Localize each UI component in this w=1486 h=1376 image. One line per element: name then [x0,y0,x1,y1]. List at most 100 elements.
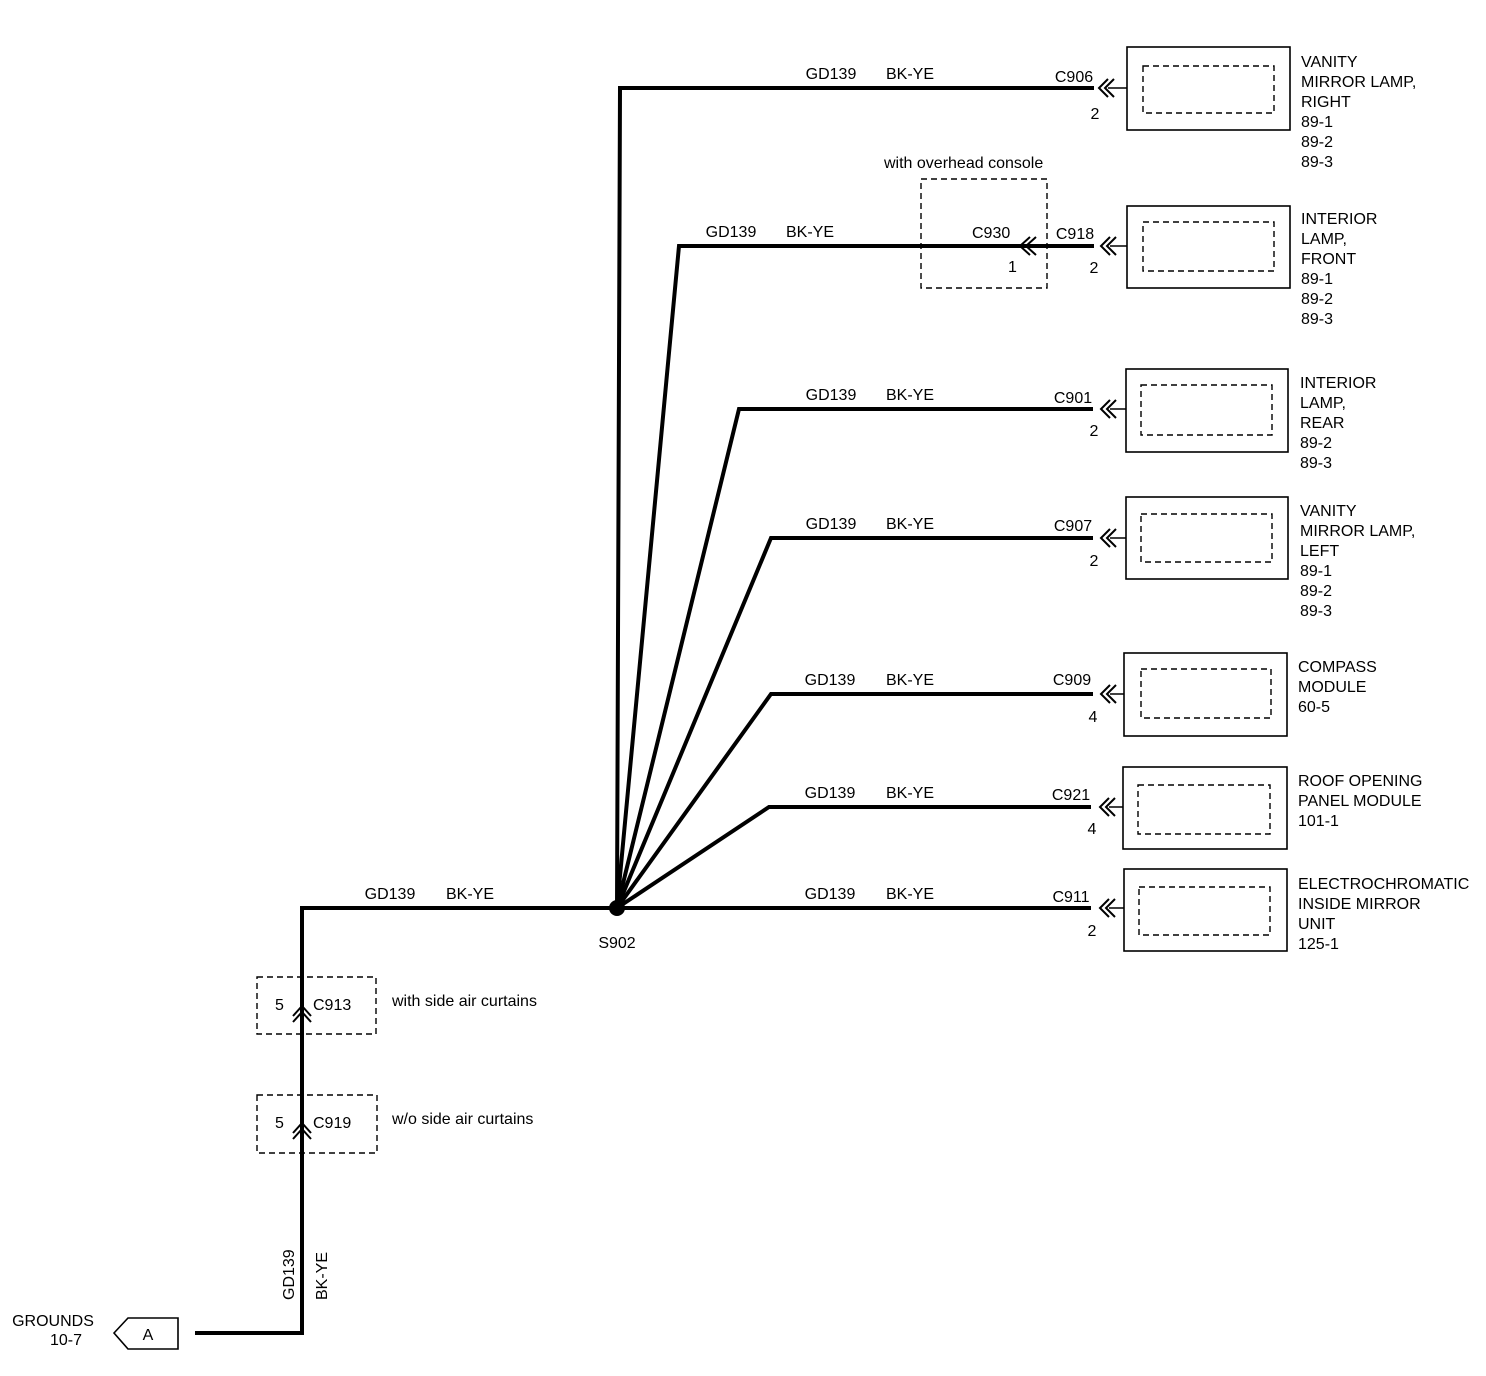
component-box [1125,368,1289,453]
branch-wire-c921 [615,805,1091,910]
ground-connector: A GROUNDS 10-7 [12,1313,179,1350]
branch-circuit: GD139 [806,387,857,404]
pin-arrow-icon-2 [1104,898,1116,918]
component-label-line: LAMP, [1300,395,1346,412]
component-label: INTERIOR LAMP, FRONT 89-1 89-2 89-3 [1301,211,1377,328]
component-label: INTERIOR LAMP, REAR 89-2 89-3 [1300,375,1376,472]
c930-pin-arrow-icon-2 [1024,236,1037,256]
branch-circuit: GD139 [805,886,856,903]
pin-arrow-icon-2 [1104,797,1116,817]
component-inner-dashed [1142,65,1275,114]
branch-circuit: GD139 [806,66,857,83]
branch-c921: GD139 BK-YE C921 4 ROOF OPENING PANEL MO… [805,766,1422,850]
branch-pin: 2 [1090,553,1099,570]
branch-circuit: GD139 [805,672,856,689]
c919-pin-arrow-icon-2 [292,1127,312,1140]
branch-circuit: GD139 [806,516,857,533]
component-label-line: MIRROR LAMP, [1300,523,1415,540]
component-inner-dashed [1137,784,1271,835]
c919-note: w/o side air curtains [391,1111,533,1128]
branch-c918: GD139 BK-YE C918 2 INTERIOR LAMP, FRONT … [706,205,1377,328]
overhead-console-group: with overhead console C930 1 [883,155,1048,289]
component-label-line: 89-1 [1301,271,1333,288]
main-wire-circuit: GD139 [365,886,416,903]
pin-arrow-icon [1097,78,1109,98]
branch-c907: GD139 BK-YE C907 2 VANITY MIRROR LAMP, L… [806,496,1415,620]
branch-connector: C911 [1052,889,1089,906]
pin-arrow-icon-2 [1105,399,1117,419]
branch-connector: C906 [1055,69,1093,86]
component-label-line: INTERIOR [1300,375,1376,392]
branch-color: BK-YE [886,387,934,404]
branch-color: BK-YE [886,785,934,802]
c913-note: with side air curtains [391,993,537,1010]
component-label-line: 89-3 [1301,154,1333,171]
ground-connector-letter: A [143,1327,154,1344]
c913-pin-arrow-icon-2 [292,1010,312,1023]
branch-circuit: GD139 [706,224,757,241]
component-label-line: 125-1 [1298,936,1339,953]
branch-pin: 2 [1090,423,1099,440]
component-label-line: REAR [1300,415,1344,432]
overhead-console-dashed-box [920,178,1048,289]
component-label-line: RIGHT [1301,94,1351,111]
branch-circuit: GD139 [805,785,856,802]
branch-pin: 4 [1088,821,1097,838]
pin-arrow-icon [1098,797,1110,817]
overhead-console-note: with overhead console [883,155,1043,172]
component-label-line: ROOF OPENING [1298,773,1422,790]
pin-arrow-icon-2 [1105,528,1117,548]
vertical-wire-color: BK-YE [314,1252,331,1300]
component-label-line: 89-2 [1300,435,1332,452]
component-label-line: 89-3 [1300,455,1332,472]
component-label: COMPASS MODULE 60-5 [1298,659,1377,716]
component-label-line: 89-3 [1301,311,1333,328]
component-label-line: FRONT [1301,251,1356,268]
component-label-line: LEFT [1300,543,1339,560]
component-label-line: 89-3 [1300,603,1332,620]
ground-label-line2: 10-7 [50,1332,82,1349]
component-label-line: INTERIOR [1301,211,1377,228]
component-box [1126,46,1291,131]
branch-color: BK-YE [786,224,834,241]
branch-c909: GD139 BK-YE C909 4 COMPASS MODULE 60-5 [805,652,1377,737]
branch-connector: C921 [1052,787,1090,804]
c930-pin-arrow-icon [1018,236,1031,256]
branch-pin: 2 [1088,923,1097,940]
pin-arrow-icon-2 [1105,684,1117,704]
branch-connector: C909 [1053,672,1091,689]
component-label-line: VANITY [1301,54,1358,71]
component-label-line: UNIT [1298,916,1336,933]
component-label-line: 89-1 [1301,114,1333,131]
component-label-line: COMPASS [1298,659,1377,676]
c913-dashed-box [256,976,377,1035]
component-label-line: 101-1 [1298,813,1339,830]
component-label-line: 89-2 [1300,583,1332,600]
ground-label-line1: GROUNDS [12,1313,94,1330]
pin-arrow-icon [1099,684,1111,704]
branch-pin: 2 [1091,106,1100,123]
component-label-line: PANEL MODULE [1298,793,1422,810]
vertical-wire-circuit: GD139 [281,1249,298,1300]
pin-arrow-icon [1099,236,1111,256]
branch-connector: C901 [1054,390,1092,407]
pin-arrow-icon-2 [1105,236,1117,256]
branch-wires [615,86,1094,910]
overhead-console-connector: C930 [972,225,1010,242]
c913-pin-arrow-icon [292,1004,312,1017]
branch-color: BK-YE [886,516,934,533]
pin-arrow-icon [1099,399,1111,419]
ground-connector-flag-icon [112,1317,179,1350]
component-label-line: 89-2 [1301,134,1333,151]
branch-wire-c918 [615,244,1094,909]
component-inner-dashed [1140,384,1273,436]
c919-pin: 5 [275,1115,284,1132]
component-inner-dashed [1140,513,1273,563]
branch-pin: 2 [1090,260,1099,277]
branch-c906: GD139 BK-YE C906 2 VANITY MIRROR LAMP, R… [806,46,1416,171]
component-label-line: INSIDE MIRROR [1298,896,1421,913]
branch-wire-c906 [615,86,1094,909]
main-trunk-wire [195,906,617,1335]
c913-id: C913 [313,997,351,1014]
branch-c901: GD139 BK-YE C901 2 INTERIOR LAMP, REAR 8… [806,368,1376,472]
